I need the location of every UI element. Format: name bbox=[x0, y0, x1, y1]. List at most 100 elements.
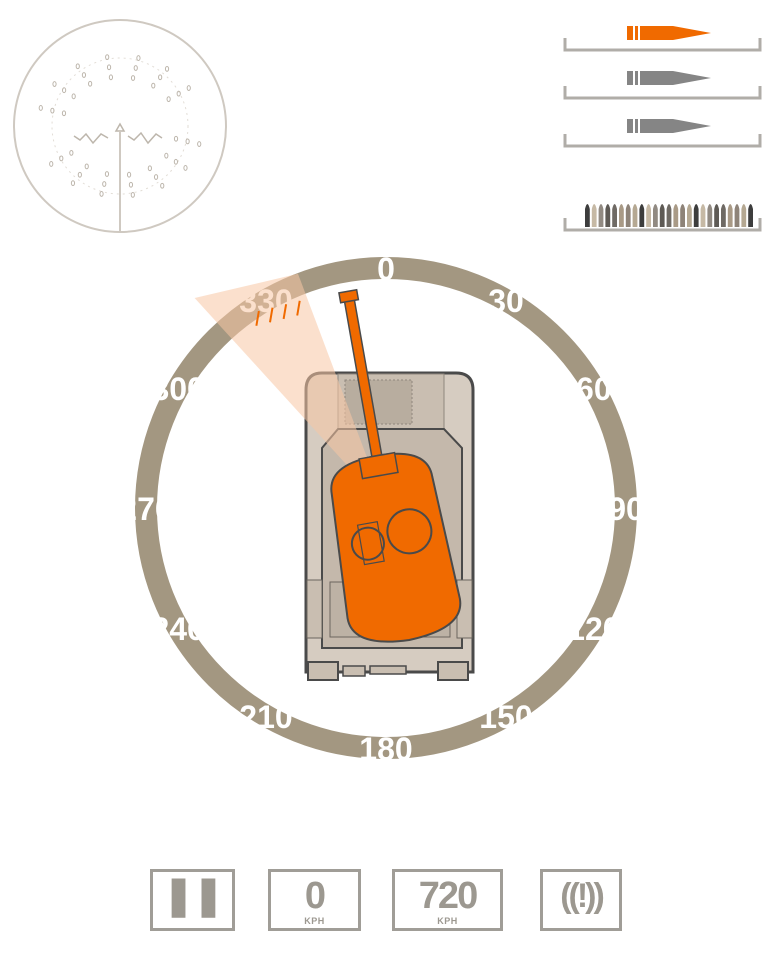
range-marker bbox=[108, 74, 114, 81]
rear-light bbox=[437, 661, 469, 681]
range-marker bbox=[52, 81, 57, 87]
max-speed-display: 720 KPH bbox=[392, 869, 503, 931]
round-icon bbox=[653, 204, 658, 227]
range-marker bbox=[77, 171, 82, 178]
ammo-panel bbox=[555, 10, 770, 250]
range-marker bbox=[102, 181, 107, 187]
range-marker bbox=[164, 66, 170, 72]
range-marker bbox=[126, 171, 132, 178]
range-marker bbox=[176, 90, 181, 97]
compass-label: 150 bbox=[479, 699, 532, 735]
compass-label: 120 bbox=[567, 611, 620, 647]
round-icon bbox=[639, 204, 645, 227]
range-marker bbox=[70, 180, 76, 186]
range-marker bbox=[183, 165, 188, 171]
range-marker bbox=[160, 182, 165, 189]
round-icon bbox=[585, 204, 590, 227]
range-marker bbox=[81, 72, 87, 78]
range-marker bbox=[75, 63, 80, 70]
ammo-slot-2[interactable] bbox=[563, 71, 762, 100]
range-marker bbox=[61, 87, 67, 94]
round-icon bbox=[714, 204, 719, 227]
range-marker bbox=[185, 138, 190, 145]
aim-tick bbox=[255, 310, 260, 326]
range-marker bbox=[105, 54, 110, 61]
range-marker bbox=[158, 74, 163, 81]
aim-tick bbox=[269, 307, 274, 323]
round-icon bbox=[707, 204, 713, 227]
scope-inner-ring bbox=[51, 57, 189, 195]
range-marker bbox=[71, 93, 76, 100]
turret bbox=[194, 273, 462, 643]
rear-light bbox=[307, 661, 339, 681]
compass-label: 210 bbox=[239, 699, 292, 735]
compass-label: 60 bbox=[576, 371, 612, 407]
range-marker bbox=[130, 75, 136, 81]
round-icon bbox=[632, 204, 638, 227]
range-marker bbox=[153, 174, 159, 180]
round-icon bbox=[693, 204, 699, 227]
ammo-slot-1[interactable] bbox=[563, 26, 762, 52]
aim-tick bbox=[296, 300, 301, 316]
round-icon bbox=[605, 204, 611, 227]
round-icon bbox=[741, 204, 747, 227]
rear-plate bbox=[342, 665, 366, 677]
round-icon bbox=[598, 204, 604, 227]
range-marker bbox=[84, 163, 89, 170]
range-marker bbox=[130, 191, 135, 198]
warning-icon: ((!)) bbox=[560, 877, 605, 915]
round-icon bbox=[612, 204, 617, 227]
pause-icon: ❚❚ bbox=[162, 875, 225, 917]
aim-tick bbox=[282, 304, 288, 320]
max-speed-unit: KPH bbox=[437, 916, 458, 926]
compass-label: 270 bbox=[119, 491, 172, 527]
round-icon bbox=[734, 204, 740, 227]
round-icon bbox=[700, 204, 706, 227]
range-marker bbox=[99, 191, 104, 197]
range-marker bbox=[173, 158, 179, 165]
speed-value: 0 bbox=[304, 875, 326, 917]
range-marker bbox=[186, 85, 191, 91]
range-marker bbox=[61, 110, 67, 117]
round-icon bbox=[673, 204, 679, 227]
ammo-reserve bbox=[563, 204, 762, 232]
range-marker bbox=[88, 80, 93, 87]
compass-labels: 0306090120150180210240270300330 bbox=[119, 251, 643, 767]
compass-label: 240 bbox=[151, 611, 204, 647]
range-marker bbox=[69, 149, 74, 156]
round-icon bbox=[666, 204, 672, 227]
pause-button[interactable]: ❚❚ bbox=[150, 869, 235, 931]
range-marker bbox=[49, 161, 54, 167]
round-icon bbox=[721, 204, 726, 227]
aim-cone bbox=[194, 273, 386, 508]
compass-ring bbox=[135, 257, 637, 759]
gun-mantlet bbox=[358, 451, 399, 480]
range-marker bbox=[151, 82, 156, 89]
rear-plate bbox=[369, 665, 407, 675]
range-marker bbox=[147, 165, 152, 172]
shell-icon bbox=[627, 119, 711, 133]
speed-unit: KPH bbox=[304, 916, 325, 926]
compass-label: 180 bbox=[359, 731, 412, 767]
compass-label: 30 bbox=[488, 283, 524, 319]
range-marker bbox=[136, 55, 141, 61]
ammo-slot-3[interactable] bbox=[563, 119, 762, 148]
shell-icon bbox=[627, 71, 711, 85]
round-icon bbox=[591, 204, 597, 227]
scope-minimap bbox=[13, 19, 227, 233]
compass-label: 0 bbox=[377, 251, 395, 287]
range-marker bbox=[197, 141, 202, 147]
rounds-strip-icon bbox=[585, 204, 753, 227]
range-marker bbox=[133, 65, 138, 71]
round-icon bbox=[687, 204, 692, 227]
hud-bottom-bar: ❚❚ 0 KPH 720 KPH ((!)) bbox=[0, 860, 772, 950]
compass-label: 300 bbox=[151, 371, 204, 407]
speed-display: 0 KPH bbox=[268, 869, 361, 931]
compass-label: 90 bbox=[608, 491, 644, 527]
commander-cupola bbox=[386, 508, 433, 555]
round-icon bbox=[659, 204, 665, 227]
range-marker bbox=[59, 155, 64, 162]
muzzle-brake bbox=[338, 288, 360, 304]
shell-icon bbox=[627, 26, 711, 40]
warning-button[interactable]: ((!)) bbox=[540, 869, 622, 931]
